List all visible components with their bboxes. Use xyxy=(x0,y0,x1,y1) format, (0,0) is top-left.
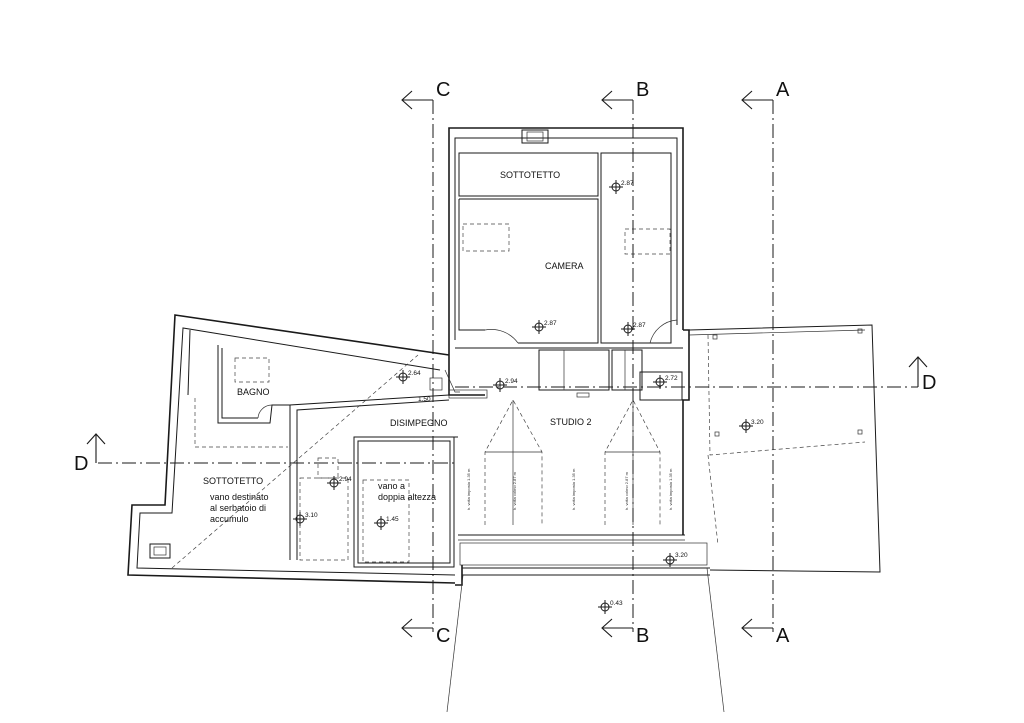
height-notes: h. volta imposta 1.35 m h. volta colmo 2… xyxy=(466,468,673,510)
svg-text:1.45: 1.45 xyxy=(386,516,399,523)
room-label-camera: CAMERA xyxy=(545,261,584,271)
section-a-bottom-label: A xyxy=(776,625,790,647)
section-d-left-label: D xyxy=(74,453,88,475)
ramp-line-left xyxy=(446,574,464,713)
level-marker-3: 2.87 xyxy=(621,322,646,336)
svg-text:h. volta colmo 2.87 m: h. volta colmo 2.87 m xyxy=(512,471,517,510)
level-marker-7: 3.20 xyxy=(739,419,764,433)
level-marker-2: 2.87 xyxy=(532,320,557,334)
level-marker-5: 2.94 xyxy=(493,378,518,392)
room-label-studio: STUDIO 2 xyxy=(550,417,592,427)
svg-text:3.20: 3.20 xyxy=(675,552,688,559)
svg-text:2.72: 2.72 xyxy=(665,375,678,382)
level-marker-8: 2.94 xyxy=(327,476,352,490)
svg-text:0.43: 0.43 xyxy=(610,600,623,607)
svg-text:2.87: 2.87 xyxy=(544,320,557,327)
note-line-2: al serbatoio di xyxy=(210,503,266,513)
section-d-right-label: D xyxy=(922,372,936,394)
svg-text:2.94: 2.94 xyxy=(339,476,352,483)
level-marker-11: 3.20 xyxy=(663,552,688,567)
svg-text:3.10: 3.10 xyxy=(305,512,318,519)
ramp-line-right xyxy=(706,567,725,713)
level-label-13: 1.50 xyxy=(418,396,431,403)
svg-text:3.20: 3.20 xyxy=(751,419,764,426)
section-a-top-label: A xyxy=(776,79,790,101)
section-b-top-label: B xyxy=(636,79,649,101)
level-marker-1: 2.87 xyxy=(609,180,634,194)
vano-line-1: vano a xyxy=(378,481,405,491)
level-marker-9: 3.10 xyxy=(293,512,318,526)
svg-text:2.64: 2.64 xyxy=(408,370,421,377)
left-wing-walls xyxy=(127,314,488,584)
svg-text:h. volta colmo 2.87 m: h. volta colmo 2.87 m xyxy=(624,471,629,510)
level-marker-4: 2.64 xyxy=(396,370,421,384)
level-marker-10: 1.45 xyxy=(374,516,399,530)
section-lines xyxy=(98,100,918,632)
central-block-walls xyxy=(448,329,710,586)
level-marker-12: 0.43 xyxy=(598,600,623,614)
room-label-sottotetto-left: SOTTOTETTO xyxy=(203,476,263,486)
section-c-top-label: C xyxy=(436,79,450,101)
svg-text:2.87: 2.87 xyxy=(621,180,634,187)
upper-block-walls xyxy=(448,127,684,345)
svg-text:2.94: 2.94 xyxy=(505,378,518,385)
note-line-3: accumulo xyxy=(210,514,249,524)
room-label-bagno: BAGNO xyxy=(237,387,270,397)
svg-text:h. volta imposta 1.35 m: h. volta imposta 1.35 m xyxy=(668,468,673,510)
svg-text:h. volta imposta 1.35 m: h. volta imposta 1.35 m xyxy=(466,468,471,510)
section-arrows xyxy=(86,90,928,638)
note-line-1: vano destinato xyxy=(210,492,269,502)
svg-text:h. volta imposta 1.35 m: h. volta imposta 1.35 m xyxy=(571,468,576,510)
level-marker-6: 2.72 xyxy=(653,375,678,389)
section-c-bottom-label: C xyxy=(436,625,450,647)
svg-text:2.87: 2.87 xyxy=(633,322,646,329)
room-label-sottotetto-top: SOTTOTETTO xyxy=(500,170,560,180)
room-label-disimpegno: DISIMPEGNO xyxy=(390,418,448,428)
right-terrace xyxy=(688,324,881,573)
section-b-bottom-label: B xyxy=(636,625,649,647)
vano-line-2: doppia altezza xyxy=(378,492,436,502)
